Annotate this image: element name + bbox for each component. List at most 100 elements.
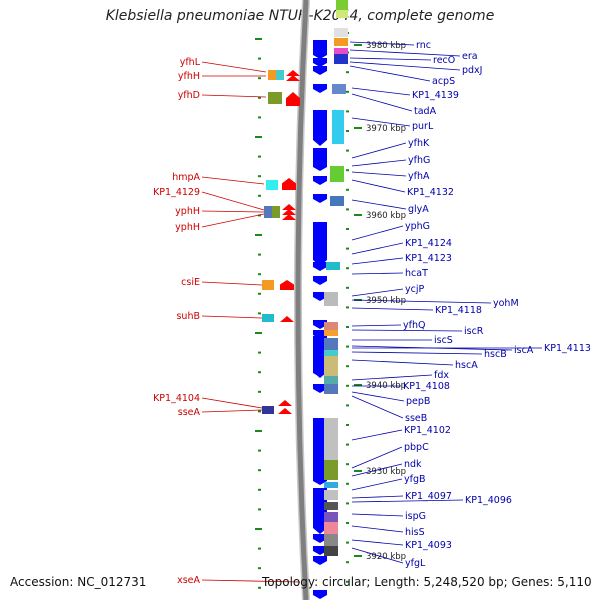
gene-label-right: iscS [434, 335, 453, 346]
gene-label-right: ispG [405, 511, 426, 522]
tick-mark-right [346, 130, 349, 132]
red-gene-arrow [282, 178, 296, 190]
gene-label-right: yphG [405, 221, 430, 232]
tick-mark-left [258, 469, 261, 472]
label-leader-left [201, 579, 301, 583]
gene-label-left: sseA [178, 407, 201, 418]
label-leader-right [351, 288, 404, 297]
label-leader-left [201, 315, 263, 319]
gene-arrow [313, 276, 327, 285]
feature-block [324, 490, 338, 500]
gene-label-left: csiE [181, 277, 200, 288]
label-leader-right [351, 499, 464, 503]
gene-label-right: yohM [493, 298, 519, 309]
red-gene-arrow [282, 214, 296, 220]
gene-label-left: hmpA [172, 172, 200, 183]
tick-mark-right [346, 541, 349, 544]
gene-label-right: rnc [416, 40, 431, 51]
gene-label-right: glyA [408, 204, 429, 215]
red-gene-arrow [286, 70, 300, 76]
tick-mark-right [346, 502, 349, 505]
tick-mark-left [255, 38, 262, 40]
feature-block [332, 84, 346, 94]
tick-mark-left [258, 96, 261, 99]
label-leader-right [351, 329, 463, 332]
gene-label-right: yfgB [404, 474, 426, 485]
tick-mark-left [258, 488, 261, 491]
gene-label-left: suhB [176, 311, 200, 322]
label-leader-right [351, 374, 433, 381]
feature-block [334, 38, 348, 46]
tick-mark-left [258, 351, 261, 354]
tick-mark-right [346, 110, 349, 113]
feature-block [334, 28, 348, 37]
tick-mark-left [258, 57, 261, 60]
red-gene-arrow [278, 400, 292, 406]
label-leader-right [349, 57, 432, 61]
gene-label-right: KP1_4097 [405, 491, 452, 502]
gene-label-right: yfgL [405, 558, 426, 569]
feature-block [324, 482, 338, 488]
feature-block-left [268, 92, 282, 104]
feature-block [324, 534, 338, 546]
gene-arrow [313, 292, 327, 301]
gene-label-right: hscB [484, 349, 507, 360]
feature-block [330, 166, 344, 182]
label-leader-right [351, 478, 403, 491]
position-label: 3970 kbp [366, 124, 406, 134]
gene-label-left: yfhD [178, 90, 200, 101]
tick-mark-right [346, 522, 349, 524]
red-gene-arrow [282, 204, 296, 210]
feature-block [336, 0, 348, 10]
label-leader-right [351, 463, 403, 477]
gene-label-right: pbpC [404, 442, 429, 453]
position-tick [354, 214, 362, 216]
label-leader-right [351, 171, 407, 177]
label-leader-right [351, 307, 434, 311]
label-leader-right [351, 117, 411, 127]
tick-mark-left [258, 214, 261, 217]
tick-mark-right [346, 463, 349, 466]
feature-block-left [262, 314, 274, 322]
genome-title: Klebsiella pneumoniae NTUH-K2044, comple… [105, 8, 495, 24]
gene-label-left: yfhH [178, 71, 200, 82]
gene-label-right: KP1_4113 [544, 343, 591, 354]
gene-arrow [313, 222, 327, 266]
tick-mark-left [258, 449, 261, 452]
feature-block [334, 48, 348, 54]
tick-mark-right [346, 169, 349, 172]
label-leader-right [349, 61, 461, 71]
position-label: 3960 kbp [366, 211, 406, 221]
position-tick [354, 384, 362, 386]
gene-label-right: ndk [404, 459, 422, 470]
label-leader-left [201, 210, 265, 213]
label-leader-right [351, 395, 404, 419]
tick-mark-left [258, 116, 261, 119]
feature-block [324, 418, 338, 460]
feature-block-left [262, 280, 274, 290]
label-leader-right [351, 242, 404, 255]
gene-label-right: KP1_4139 [412, 90, 459, 101]
tick-mark-left [258, 292, 261, 295]
gene-label-left: KP1_4129 [153, 187, 200, 198]
tick-mark-left [258, 390, 261, 393]
tick-mark-left [255, 234, 262, 236]
feature-block [324, 460, 338, 480]
red-gene-arrow [286, 75, 300, 81]
label-leader-right [351, 87, 411, 96]
topology-label: Topology: circular; Length: 5,248,520 bp… [262, 575, 592, 589]
label-leader-right [351, 299, 492, 304]
feature-block [324, 512, 338, 522]
gene-label-right: yfhA [408, 171, 430, 182]
gene-label-right: KP1_4108 [403, 381, 450, 392]
gene-label-right: fdx [434, 370, 449, 381]
feature-block-left [262, 406, 274, 414]
feature-block [324, 292, 338, 306]
backbone-arc [295, 0, 309, 600]
label-leader-left [201, 397, 263, 409]
red-gene-arrow [280, 280, 294, 290]
tick-mark-left [258, 508, 261, 511]
position-tick [354, 555, 362, 557]
label-leader-left [201, 61, 267, 73]
